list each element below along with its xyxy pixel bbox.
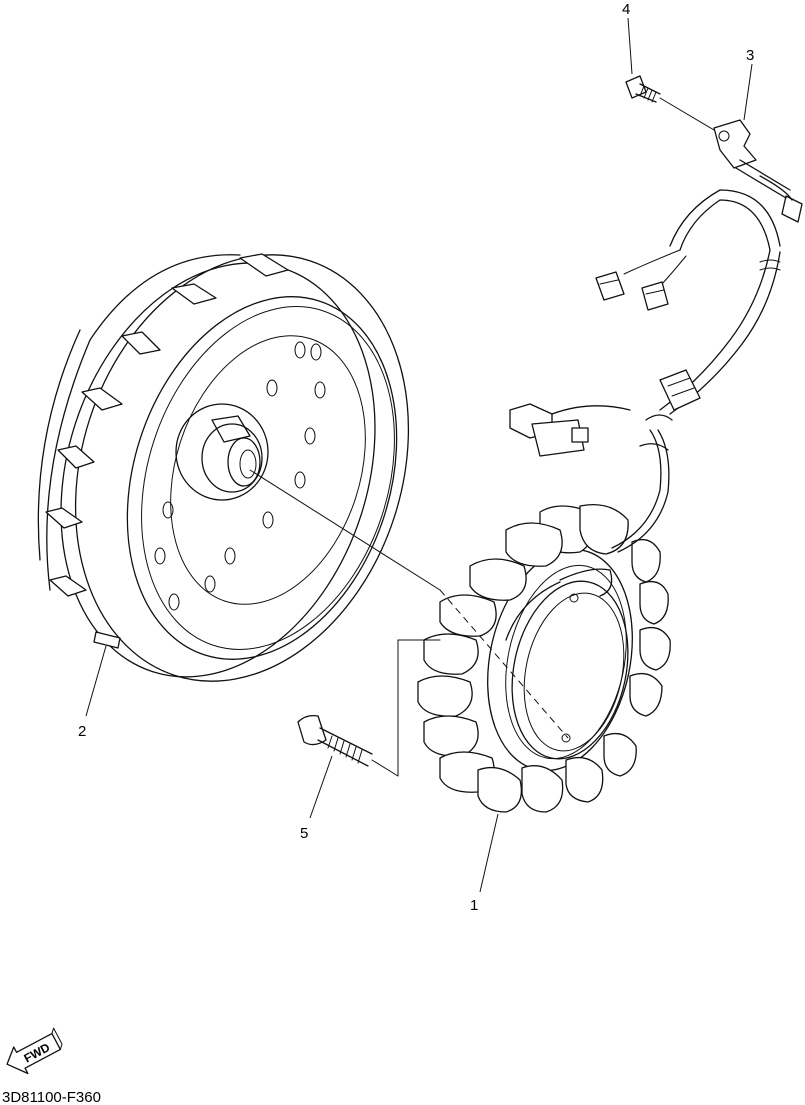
wire-harness [509, 175, 803, 553]
screw-part-4 [625, 75, 715, 131]
rotor-hub [175, 403, 269, 501]
connectors [595, 271, 669, 311]
fwd-arrow-icon: FWD [6, 1027, 63, 1075]
rotor-part-2 [37, 253, 441, 682]
stator-part-1 [417, 503, 671, 813]
diagram-code: 3D81100-F360 [2, 1089, 101, 1105]
callout-3: 3 [746, 47, 754, 64]
bracket-part-3 [713, 119, 791, 199]
rotor-holes [154, 341, 326, 611]
leader-lines [85, 17, 753, 893]
callout-4: 4 [622, 1, 630, 18]
bolt-part-5 [297, 639, 441, 777]
rotor-magnets [45, 253, 289, 597]
callout-2: 2 [78, 723, 86, 740]
stator-coils [417, 503, 671, 813]
fwd-badge: FWD [6, 1027, 63, 1075]
callout-5: 5 [300, 825, 308, 842]
callout-1: 1 [470, 897, 478, 914]
